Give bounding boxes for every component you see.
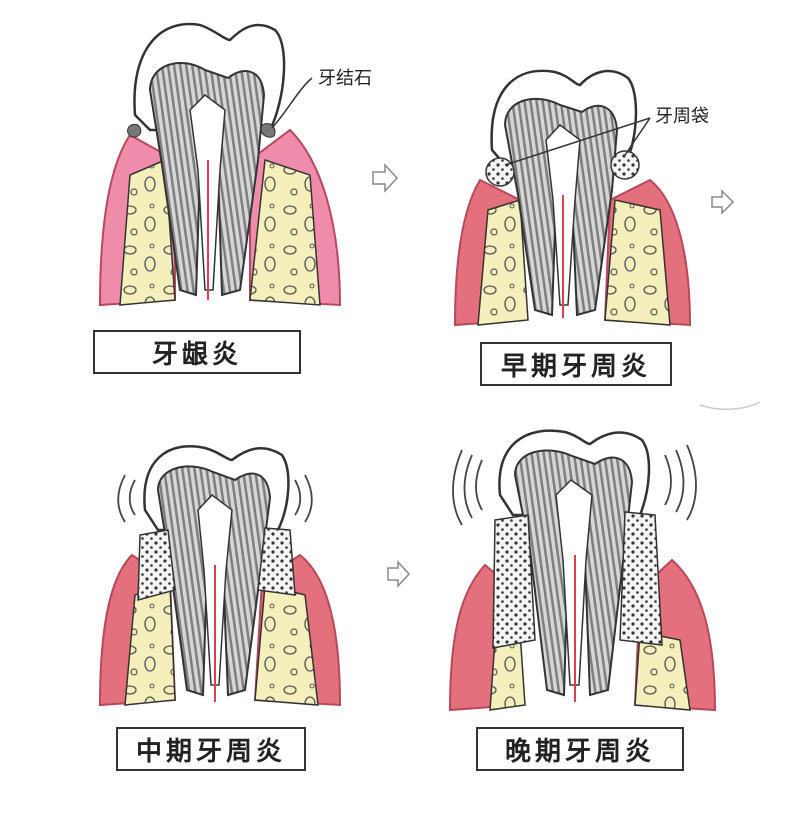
callout-pocket: 牙周袋 [655, 106, 709, 127]
arrow-right-icon [372, 163, 399, 193]
tooth-early-periodontitis [453, 69, 692, 327]
callout-calculus: 牙结石 [318, 68, 372, 89]
arrow-right-icon [387, 560, 411, 588]
stage-caption-early-periodontitis: 早期牙周炎 [480, 342, 672, 386]
periodontal-pocket [492, 514, 536, 649]
tooth-advanced-periodontitis [448, 429, 717, 712]
arrow-right-icon [711, 189, 735, 215]
callout-leader [271, 77, 313, 129]
callout-leader [504, 117, 651, 166]
decorative-curve [699, 401, 761, 410]
vibration-lines-icon [452, 444, 697, 526]
stage-caption-moderate-periodontitis: 中期牙周炎 [116, 727, 306, 771]
periodontal-pocket [619, 511, 663, 646]
periodontal-pocket [485, 157, 515, 187]
tooth-moderate-periodontitis [98, 445, 342, 707]
periodontal-pocket [257, 527, 296, 596]
calculus [127, 123, 142, 138]
stage-caption-gingivitis: 牙龈炎 [93, 330, 301, 374]
calculus [260, 122, 276, 138]
dentin [513, 449, 634, 697]
dentin [503, 97, 619, 317]
tooth-gingivitis [98, 22, 342, 307]
vibration-lines-icon [117, 474, 313, 523]
dentin [148, 61, 266, 297]
callout-leader [624, 117, 651, 156]
bone [604, 199, 671, 326]
periodontal-pocket [610, 150, 640, 180]
bone [249, 158, 321, 306]
stage-caption-advanced-periodontitis: 晚期牙周炎 [476, 727, 684, 771]
periodontal-pocket [137, 529, 176, 601]
